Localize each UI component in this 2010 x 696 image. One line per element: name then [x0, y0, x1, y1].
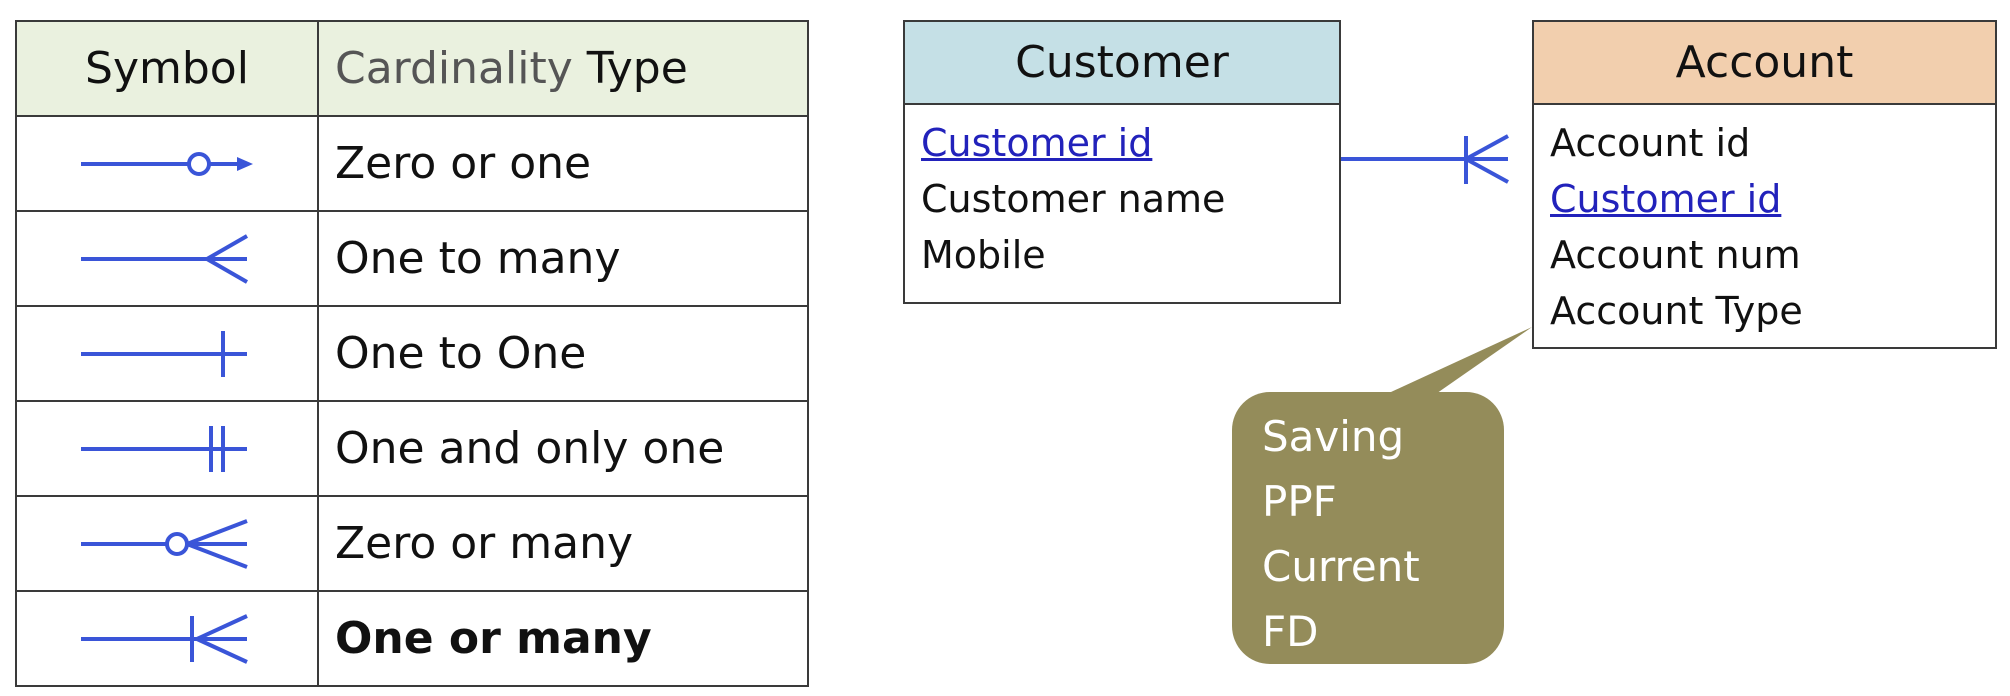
symbol-cell — [15, 495, 319, 592]
account-type-callout-bubble — [1232, 327, 1532, 664]
account-id-attribute: Account id — [1550, 121, 1751, 165]
legend-row: One to One — [15, 305, 809, 402]
cardinality-word: Cardinality — [335, 43, 573, 94]
symbol-cell — [15, 305, 319, 402]
account-type-attribute: Account Type — [1550, 289, 1803, 333]
one-or-many-notation-icon — [81, 613, 248, 664]
legend-header-row: Symbol Cardinality Type — [15, 20, 809, 117]
legend-row: One or many — [15, 590, 809, 687]
customer-entity-title: Customer — [905, 22, 1339, 105]
mobile-attribute: Mobile — [921, 233, 1046, 277]
callout-line: FD — [1262, 607, 1319, 656]
legend-row: One and only one — [15, 400, 809, 497]
one-to-one-notation-icon — [81, 330, 247, 377]
cardinality-label: One or many — [317, 590, 809, 687]
legend-row: One to many — [15, 210, 809, 307]
one-or-many-relationship-connector — [1341, 134, 1509, 184]
cardinality-type-column-header: Cardinality Type — [317, 20, 809, 117]
zero-or-one-notation-icon — [81, 151, 253, 176]
symbol-cell — [15, 210, 319, 307]
cardinality-label: Zero or many — [317, 495, 809, 592]
customer-id-key-attribute: Customer id — [921, 121, 1153, 165]
account-entity: Account Account id Customer id Account n… — [1532, 20, 1997, 349]
callout-line: PPF — [1262, 477, 1337, 526]
zero-or-many-notation-icon — [81, 518, 248, 569]
customer-id-foreign-key-attribute: Customer id — [1550, 177, 1782, 221]
symbol-cell — [15, 400, 319, 497]
customer-attribute-list: Customer id Customer name Mobile — [905, 105, 1339, 283]
account-num-attribute: Account num — [1550, 233, 1801, 277]
type-word: Type — [572, 43, 688, 94]
legend-row: Zero or one — [15, 115, 809, 212]
one-to-many-notation-icon — [81, 233, 248, 284]
customer-entity: Customer Customer id Customer name Mobil… — [903, 20, 1341, 304]
callout-line: Current — [1262, 542, 1420, 591]
callout-line: Saving — [1262, 412, 1405, 461]
symbol-cell — [15, 590, 319, 687]
cardinality-label: One and only one — [317, 400, 809, 497]
cardinality-label: One to many — [317, 210, 809, 307]
cardinality-legend-table: Symbol Cardinality Type Zero or one — [15, 20, 809, 687]
customer-name-attribute: Customer name — [921, 177, 1226, 221]
account-type-callout-text: Saving PPF Current FD — [1262, 404, 1492, 664]
symbol-cell — [15, 115, 319, 212]
symbol-column-header: Symbol — [15, 20, 319, 117]
cardinality-label: Zero or one — [317, 115, 809, 212]
legend-row: Zero or many — [15, 495, 809, 592]
cardinality-label: One to One — [317, 305, 809, 402]
account-attribute-list: Account id Customer id Account num Accou… — [1534, 105, 1995, 339]
one-and-only-one-notation-icon — [81, 425, 247, 472]
account-entity-title: Account — [1534, 22, 1995, 105]
